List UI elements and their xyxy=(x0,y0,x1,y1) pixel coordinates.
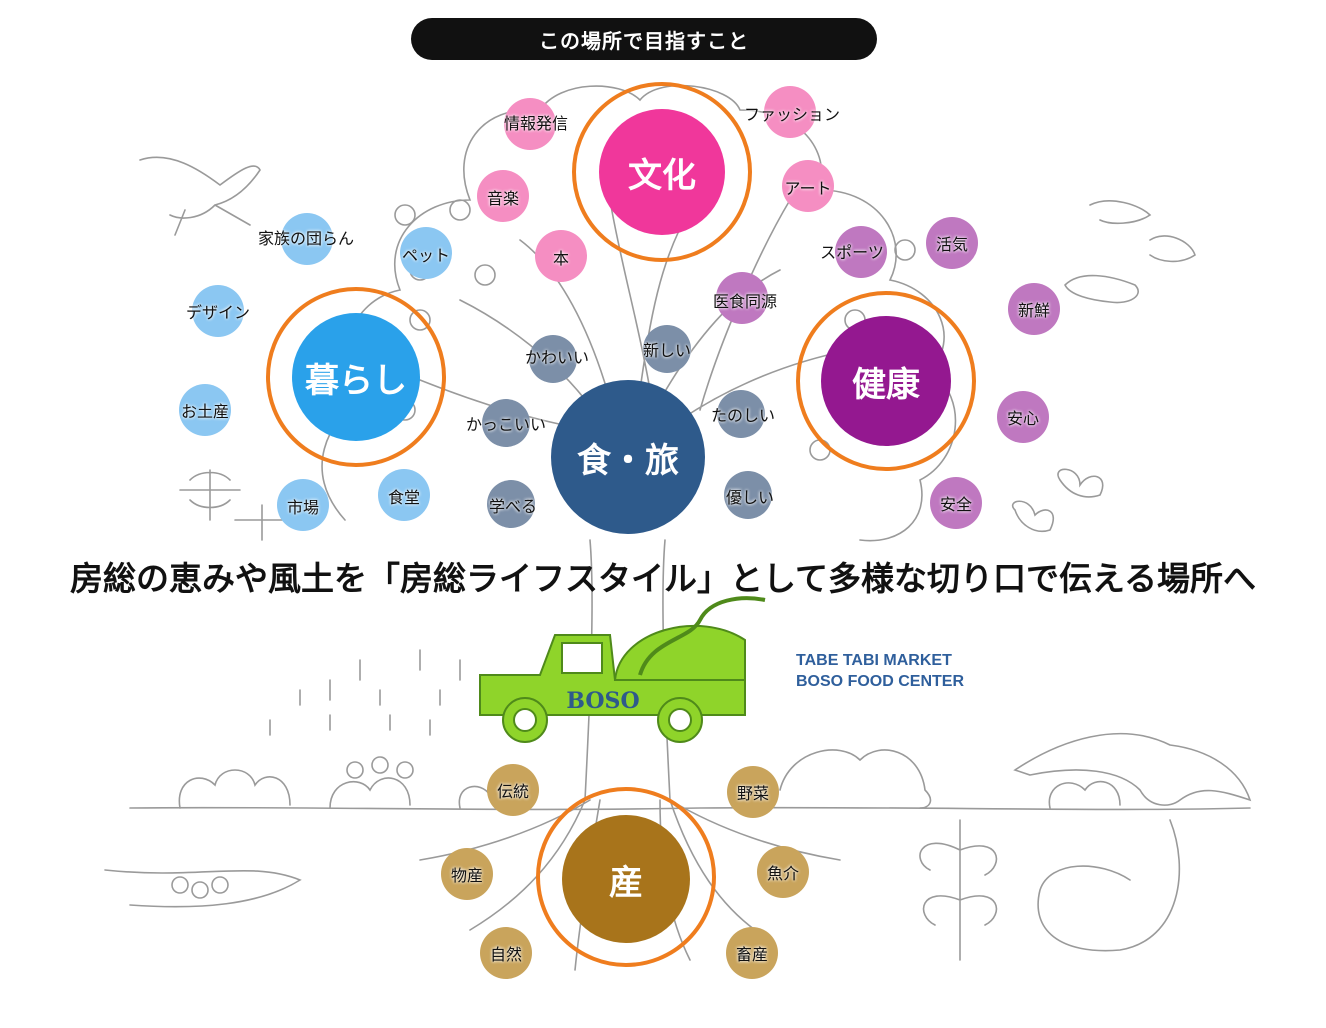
culture-keyword: ファッション xyxy=(743,105,841,124)
culture-keyword: 本 xyxy=(552,249,570,268)
underground-plant xyxy=(919,819,998,961)
brand-block: TABE TABI MARKET BOSO FOOD CENTER xyxy=(796,650,964,692)
truck-logo: BOSO xyxy=(566,688,639,714)
core-keyword: 新しい xyxy=(642,341,692,360)
core-keyword: 優しい xyxy=(725,488,775,507)
production-keyword: 自然 xyxy=(489,945,523,964)
bird-left xyxy=(139,156,261,236)
health-keyword: 新鮮 xyxy=(1017,301,1051,320)
health-bubble: 健康 xyxy=(821,316,951,446)
culture-bubble: 文化 xyxy=(599,109,725,235)
tagline: 房総の恵みや風土を「房総ライフスタイル」として多様な切り口で伝える場所へ xyxy=(69,559,1257,598)
ground-line xyxy=(129,806,1251,811)
core-bubble: 食・旅 xyxy=(551,380,705,534)
health-keyword: 活気 xyxy=(935,235,969,254)
truck xyxy=(479,596,766,743)
production-keyword: 物産 xyxy=(450,866,484,885)
production-bubble: 産 xyxy=(562,815,690,943)
production-keyword: 伝統 xyxy=(496,782,530,801)
culture-ring xyxy=(572,82,752,262)
living-keyword: 市場 xyxy=(286,498,320,517)
core-keyword: かっこいい xyxy=(465,415,547,434)
living-keyword: お土産 xyxy=(180,402,230,421)
living-keyword: デザイン xyxy=(185,303,251,322)
dragonfly-1 xyxy=(179,469,241,521)
production-keyword: 魚介 xyxy=(766,864,800,883)
living-bubble: 暮らし xyxy=(292,313,420,441)
sprouts xyxy=(269,649,461,736)
living-ring xyxy=(266,287,446,467)
tunnel xyxy=(104,869,302,908)
core-keyword: 学べる xyxy=(488,497,538,516)
production-keyword: 畜産 xyxy=(735,945,769,964)
bird-right xyxy=(1064,200,1196,304)
core-keyword: かわいい xyxy=(524,348,590,367)
health-keyword: スポーツ xyxy=(820,243,884,262)
health-keyword: 安全 xyxy=(939,495,973,514)
living-keyword: 家族の団らん xyxy=(257,229,355,248)
culture-keyword: 音楽 xyxy=(486,189,520,208)
production-keyword: 野菜 xyxy=(736,784,770,803)
health-ring xyxy=(796,291,976,471)
butterfly-2 xyxy=(1011,500,1055,532)
living-keyword: 食堂 xyxy=(387,488,421,507)
butterfly-1 xyxy=(1057,468,1104,498)
core-keyword: たのしい xyxy=(710,406,776,425)
anteater xyxy=(1013,732,1252,806)
burrow xyxy=(1037,819,1181,952)
brand-line-1: TABE TABI MARKET xyxy=(796,652,952,669)
culture-keyword: アート xyxy=(784,179,832,198)
production-ring xyxy=(536,787,716,967)
living-keyword: ペット xyxy=(401,246,451,265)
brand-line-2: BOSO FOOD CENTER xyxy=(796,673,965,690)
page-title: この場所で目指すこと xyxy=(411,18,877,60)
health-keyword: 安心 xyxy=(1006,409,1040,428)
culture-keyword: 情報発信 xyxy=(503,114,569,133)
health-keyword: 医食同源 xyxy=(712,292,778,311)
